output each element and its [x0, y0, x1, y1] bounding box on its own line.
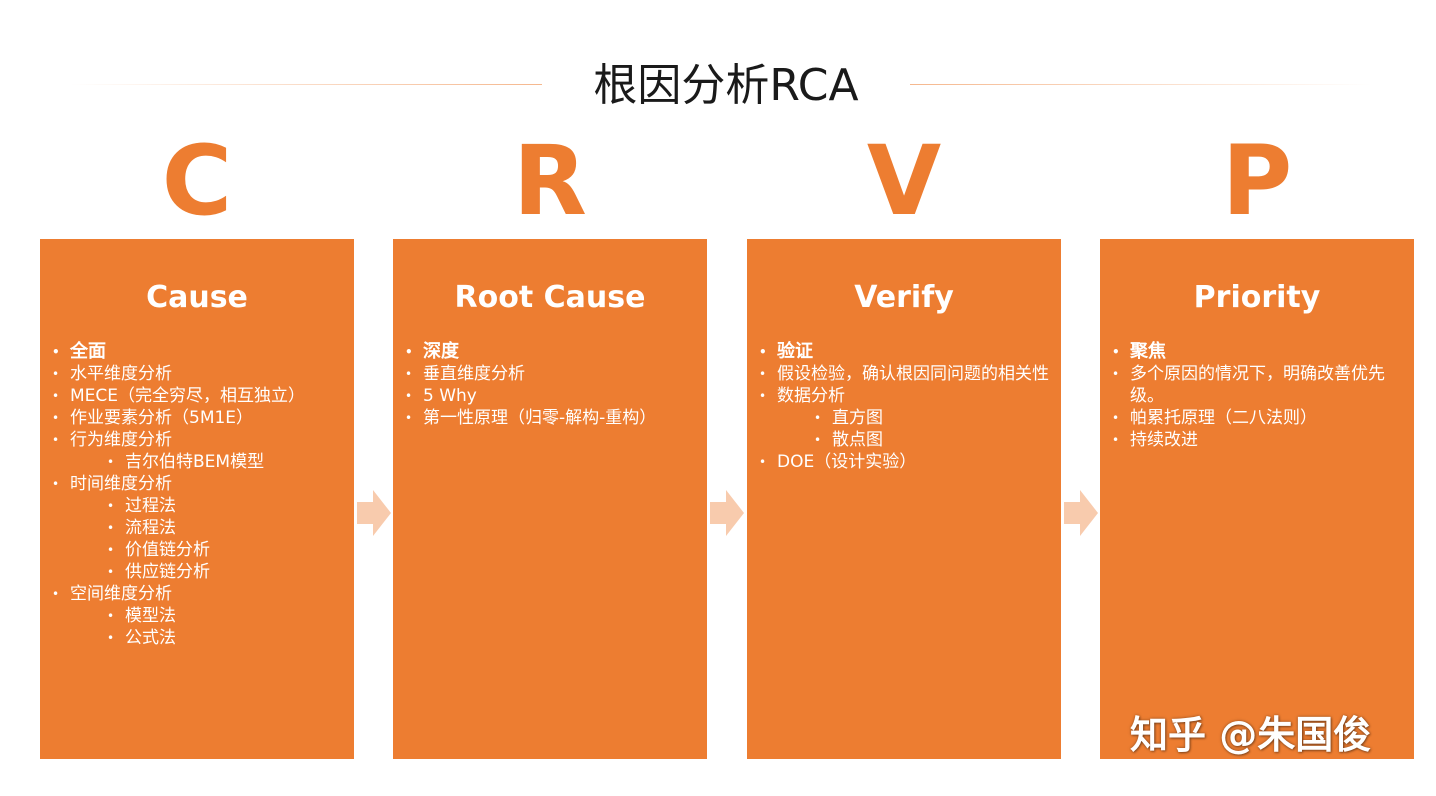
card-heading: Priority	[1193, 280, 1321, 315]
card-heading: Root Cause	[454, 280, 646, 315]
letter-c: C	[161, 125, 233, 237]
list-item: 垂直维度分析	[403, 363, 701, 385]
watermark: 知乎 @朱国俊	[1130, 713, 1372, 757]
letter-v: V	[866, 125, 942, 237]
card-root-cause: Root Cause 深度垂直维度分析5 Why第一性原理（归零-解构-重构）	[393, 239, 707, 759]
card-priority: Priority 聚焦多个原因的情况下，明确改善优先级。帕累托原理（二八法则）持…	[1100, 239, 1414, 759]
list-item: 第一性原理（归零-解构-重构）	[403, 407, 701, 429]
card-item-list: 聚焦多个原因的情况下，明确改善优先级。帕累托原理（二八法则）持续改进	[1110, 341, 1408, 451]
arrow-right-icon	[1064, 490, 1098, 536]
list-item: 验证	[757, 341, 1055, 363]
list-item: 水平维度分析	[50, 363, 348, 385]
sub-list-item: 散点图	[757, 429, 1055, 451]
list-item: 深度	[403, 341, 701, 363]
list-item: 行为维度分析	[50, 429, 348, 451]
card-heading: Verify	[854, 280, 954, 315]
list-item: 全面	[50, 341, 348, 363]
list-item: 持续改进	[1110, 429, 1408, 451]
arrow-right-icon	[357, 490, 391, 536]
card-verify: Verify 验证假设检验，确认根因同问题的相关性数据分析直方图散点图DOE（设…	[747, 239, 1061, 759]
title-divider-right	[910, 84, 1372, 85]
sub-list-item: 过程法	[50, 495, 348, 517]
list-item: 时间维度分析	[50, 473, 348, 495]
sub-list-item: 流程法	[50, 517, 348, 539]
list-item: 帕累托原理（二八法则）	[1110, 407, 1408, 429]
list-item: DOE（设计实验）	[757, 451, 1055, 473]
letter-r: R	[513, 125, 587, 237]
title-divider-left	[70, 84, 542, 85]
card-heading: Cause	[146, 280, 248, 315]
sub-list-item: 模型法	[50, 605, 348, 627]
card-item-list: 验证假设检验，确认根因同问题的相关性数据分析直方图散点图DOE（设计实验）	[757, 341, 1055, 473]
card-item-list: 深度垂直维度分析5 Why第一性原理（归零-解构-重构）	[403, 341, 701, 429]
list-item: MECE（完全穷尽，相互独立）	[50, 385, 348, 407]
list-item: 聚焦	[1110, 341, 1408, 363]
sub-list-item: 供应链分析	[50, 561, 348, 583]
list-item: 多个原因的情况下，明确改善优先级。	[1110, 363, 1408, 407]
letter-p: P	[1221, 125, 1293, 237]
list-item: 5 Why	[403, 385, 701, 407]
card-item-list: 全面水平维度分析MECE（完全穷尽，相互独立）作业要素分析（5M1E）行为维度分…	[50, 341, 348, 649]
title-row: 根因分析RCA	[0, 56, 1436, 116]
list-item: 空间维度分析	[50, 583, 348, 605]
list-item: 作业要素分析（5M1E）	[50, 407, 348, 429]
sub-list-item: 公式法	[50, 627, 348, 649]
sub-list-item: 吉尔伯特BEM模型	[50, 451, 348, 473]
arrow-right-icon	[710, 490, 744, 536]
list-item: 数据分析	[757, 385, 1055, 407]
sub-list-item: 直方图	[757, 407, 1055, 429]
sub-list-item: 价值链分析	[50, 539, 348, 561]
page-title: 根因分析RCA	[593, 60, 859, 111]
card-cause: Cause 全面水平维度分析MECE（完全穷尽，相互独立）作业要素分析（5M1E…	[40, 239, 354, 759]
list-item: 假设检验，确认根因同问题的相关性	[757, 363, 1055, 385]
